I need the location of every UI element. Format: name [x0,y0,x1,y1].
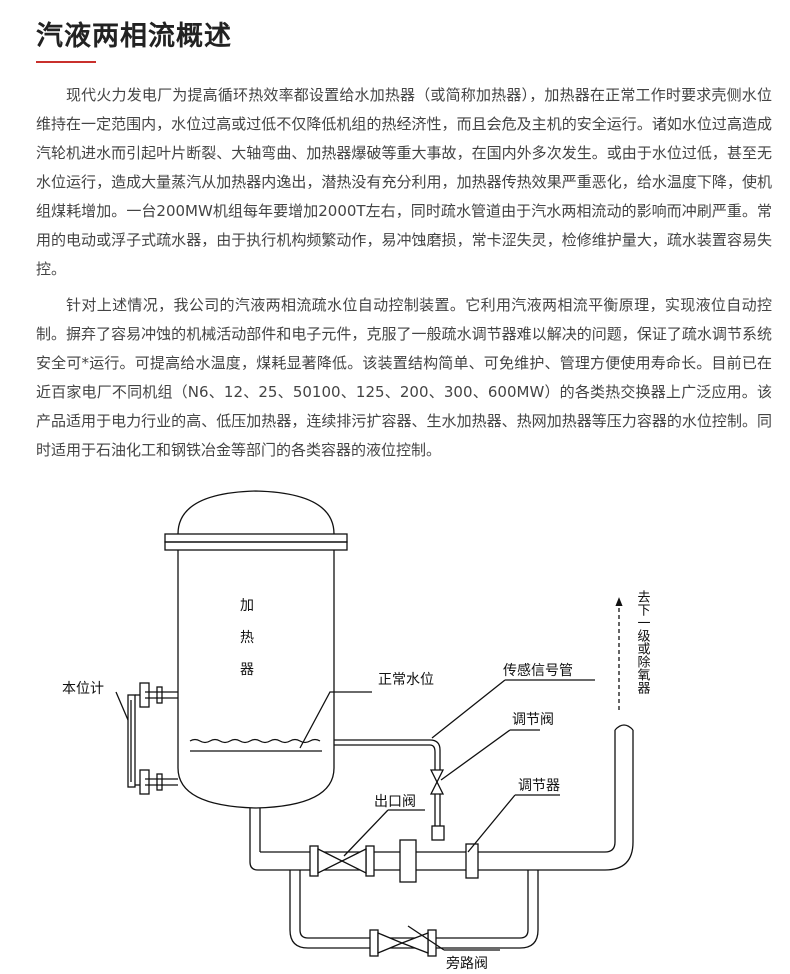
heater-label-3: 器 [240,662,254,678]
normal-level-label: 正常水位 [378,672,434,688]
signal-pipe-label: 传感信号管 [503,662,573,679]
title-underline [36,61,96,63]
control-valve-label: 调节阀 [512,712,554,728]
level-gauge [127,682,178,795]
outlet-valve-label: 出口阀 [374,794,416,810]
heater-vessel [164,490,348,809]
heater-label-2: 热 [240,630,254,646]
drain-pipe [249,724,634,883]
signal-pipe [334,739,445,841]
heater-label-1: 加 [240,598,254,614]
page-title: 汽液两相流概述 [36,21,232,52]
regulator-label: 调节器 [518,778,560,794]
bypass-pipe [289,870,539,957]
level-gauge-label: 本位计 [62,681,104,697]
heater-drain-diagram: 加 热 器 本位计 正常水位 传感信号管 调节阀 调节器 出口阀 旁路阀 去下一… [62,490,651,972]
bypass-valve-label: 旁路阀 [446,955,488,972]
intro-paragraph: 现代火力发电厂为提高循环热效率都设置给水加热器（或简称加热器），加热器在正常工作… [36,86,772,278]
solution-paragraph: 针对上述情况，我公司的汽液两相流疏水位自动控制装置。它利用汽液两相流平衡原理，实… [36,296,772,459]
destination-label: 去下一级或除氧器 [635,590,651,695]
